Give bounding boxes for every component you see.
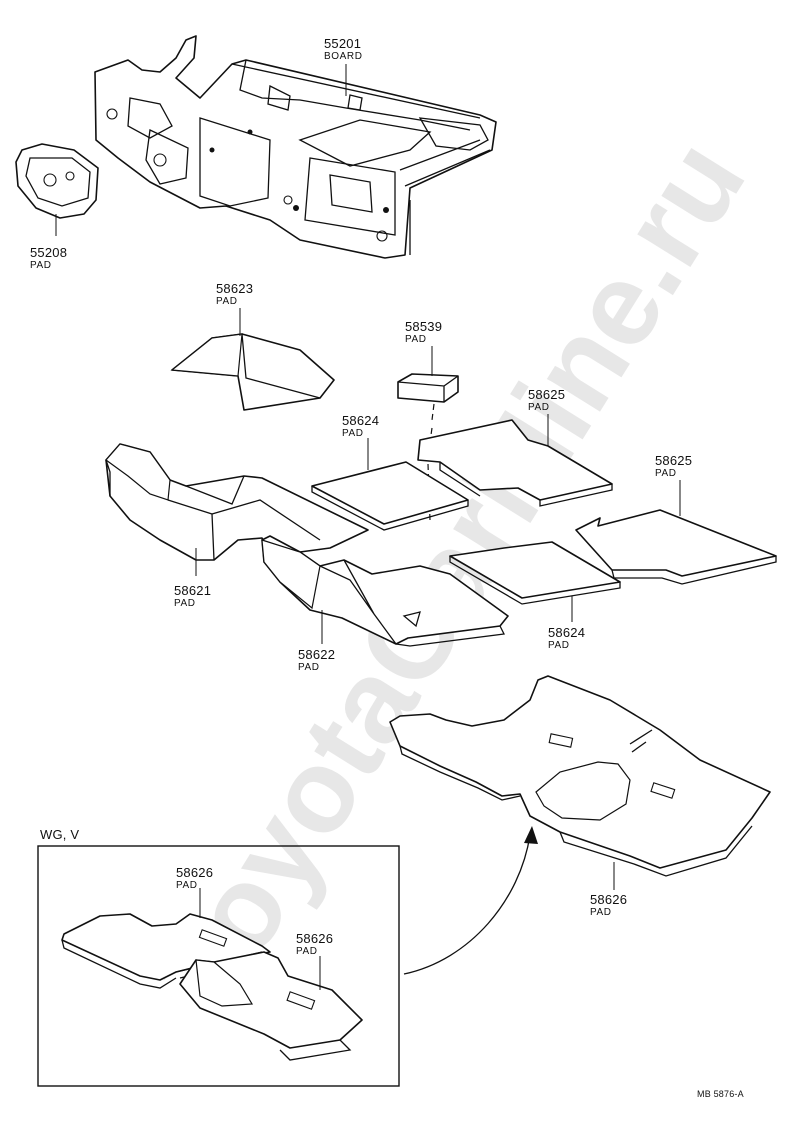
part-number-58626-inset-right: 58626 [296, 931, 334, 946]
part-name-58626-inset-right: PAD [296, 946, 318, 957]
part-58539-pad [397, 373, 459, 403]
part-55208-pad [15, 143, 99, 219]
figure-code: MB 5876-A [697, 1089, 744, 1099]
part-number-58621: 58621 [174, 583, 212, 598]
part-number-55201: 55201 [324, 36, 362, 51]
part-name-58626-inset-left: PAD [176, 880, 198, 891]
part-58622-pad [261, 535, 509, 647]
part-number-55208: 55208 [30, 245, 68, 260]
part-58623-pad [170, 333, 335, 411]
part-name-58539: PAD [405, 334, 427, 345]
part-number-58624-upper: 58624 [342, 413, 380, 428]
part-58624-lower-pad [449, 541, 621, 605]
part-name-58623: PAD [216, 296, 238, 307]
part-58624-upper-pad [311, 461, 469, 531]
part-number-58626-main: 58626 [590, 892, 628, 907]
part-number-58624-lower: 58624 [548, 625, 586, 640]
part-number-58625-right: 58625 [655, 453, 693, 468]
part-58626-inset-right-pad [179, 951, 363, 1061]
part-name-58625-right: PAD [655, 468, 677, 479]
part-name-55208: PAD [30, 260, 52, 271]
part-name-58621: PAD [174, 598, 196, 609]
part-58625-center-pad [417, 419, 613, 507]
reference-arrow [403, 826, 538, 975]
inset-title: WG, V [40, 827, 80, 842]
inset-frame [37, 845, 400, 1087]
part-name-58624-upper: PAD [342, 428, 364, 439]
part-number-58623: 58623 [216, 281, 254, 296]
part-number-58622: 58622 [298, 647, 336, 662]
part-name-58625-center: PAD [528, 402, 550, 413]
part-number-58626-inset-left: 58626 [176, 865, 214, 880]
part-number-58625-center: 58625 [528, 387, 566, 402]
part-58625-right-pad [575, 509, 777, 585]
part-58621-pad [105, 443, 369, 561]
part-name-55201: BOARD [324, 51, 363, 62]
leader-lines [55, 64, 681, 990]
part-58626-main-pad [389, 675, 771, 877]
part-number-58539: 58539 [405, 319, 443, 334]
part-name-58624-lower: PAD [548, 640, 570, 651]
part-name-58626-main: PAD [590, 907, 612, 918]
part-name-58622: PAD [298, 662, 320, 673]
part-55201-board [94, 35, 497, 259]
